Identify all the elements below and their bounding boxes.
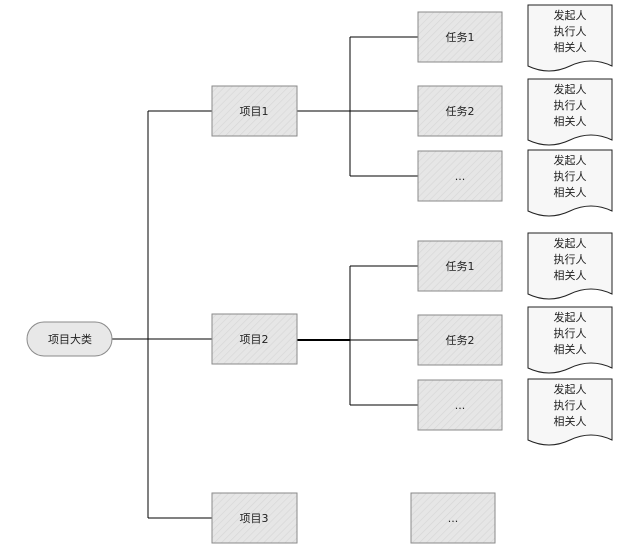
root-node-label: 项目大类	[48, 332, 92, 346]
project-node-3-shape	[211, 492, 298, 544]
doc-node-3-line-1: 发起人	[554, 153, 587, 167]
task-node-3-1-label: ...	[448, 512, 459, 525]
task-node-1-3-shape	[417, 150, 503, 202]
doc-node-2-line-3: 相关人	[554, 114, 587, 128]
doc-node-4-line-1: 发起人	[554, 236, 587, 250]
doc-node-3-line-3: 相关人	[554, 185, 587, 199]
task-node-1-3[interactable]: ...	[417, 150, 503, 202]
doc-node-1-shape	[527, 4, 613, 72]
project-node-1-shape	[211, 85, 298, 137]
project-node-1[interactable]: 项目1	[211, 85, 298, 137]
doc-node-5-line-3: 相关人	[554, 342, 587, 356]
doc-node-1-line-3: 相关人	[554, 40, 587, 54]
task-node-1-2[interactable]: 任务2	[417, 85, 503, 137]
project-node-2-label: 项目2	[240, 333, 269, 346]
doc-node-2-line-2: 执行人	[554, 98, 587, 112]
task-node-3-1-shape	[410, 492, 496, 544]
task-node-2-1[interactable]: 任务1	[417, 240, 503, 292]
task-node-2-2[interactable]: 任务2	[417, 314, 503, 366]
doc-node-1[interactable]: 发起人 执行人 相关人	[527, 4, 613, 72]
doc-node-3-line-2: 执行人	[554, 169, 587, 183]
task-node-1-1[interactable]: 任务1	[417, 11, 503, 63]
project-node-2[interactable]: 项目2	[211, 313, 298, 365]
task-node-2-2-shape	[417, 314, 503, 366]
doc-node-1-line-2: 执行人	[554, 24, 587, 38]
doc-node-1-line-1: 发起人	[554, 8, 587, 22]
doc-node-3-shape	[527, 149, 613, 217]
doc-node-2-line-1: 发起人	[554, 82, 587, 96]
doc-node-4-line-3: 相关人	[554, 268, 587, 282]
task-node-2-2-label: 任务2	[446, 334, 475, 347]
doc-node-2-shape	[527, 78, 613, 146]
doc-node-6-line-3: 相关人	[554, 414, 587, 428]
project-node-3[interactable]: 项目3	[211, 492, 298, 544]
task-node-2-1-shape	[417, 240, 503, 292]
doc-node-5-shape	[527, 306, 613, 374]
task-node-3-1[interactable]: ...	[410, 492, 496, 544]
project-node-1-label: 项目1	[240, 105, 269, 118]
root-node[interactable]: 项目大类	[26, 321, 113, 357]
doc-node-5-line-2: 执行人	[554, 326, 587, 340]
root-node-shape	[26, 321, 113, 357]
doc-node-4[interactable]: 发起人 执行人 相关人	[527, 232, 613, 300]
doc-node-4-line-2: 执行人	[554, 252, 587, 266]
doc-node-6[interactable]: 发起人 执行人 相关人	[527, 378, 613, 446]
doc-node-6-line-2: 执行人	[554, 398, 587, 412]
project-node-2-shape	[211, 313, 298, 365]
doc-node-5-line-1: 发起人	[554, 310, 587, 324]
doc-node-6-line-1: 发起人	[554, 382, 587, 396]
doc-node-4-shape	[527, 232, 613, 300]
task-node-1-1-shape	[417, 11, 503, 63]
task-node-2-3[interactable]: ...	[417, 379, 503, 431]
task-node-2-3-label: ...	[455, 399, 466, 412]
task-node-1-2-label: 任务2	[446, 105, 475, 118]
project-node-3-label: 项目3	[240, 512, 269, 525]
task-node-2-1-label: 任务1	[446, 260, 475, 273]
doc-node-3[interactable]: 发起人 执行人 相关人	[527, 149, 613, 217]
task-node-2-3-shape	[417, 379, 503, 431]
doc-node-6-shape	[527, 378, 613, 446]
doc-node-2[interactable]: 发起人 执行人 相关人	[527, 78, 613, 146]
task-node-1-2-shape	[417, 85, 503, 137]
doc-node-5[interactable]: 发起人 执行人 相关人	[527, 306, 613, 374]
connectors	[112, 36, 418, 519]
task-node-1-3-label: ...	[455, 170, 466, 183]
task-node-1-1-label: 任务1	[446, 31, 475, 44]
